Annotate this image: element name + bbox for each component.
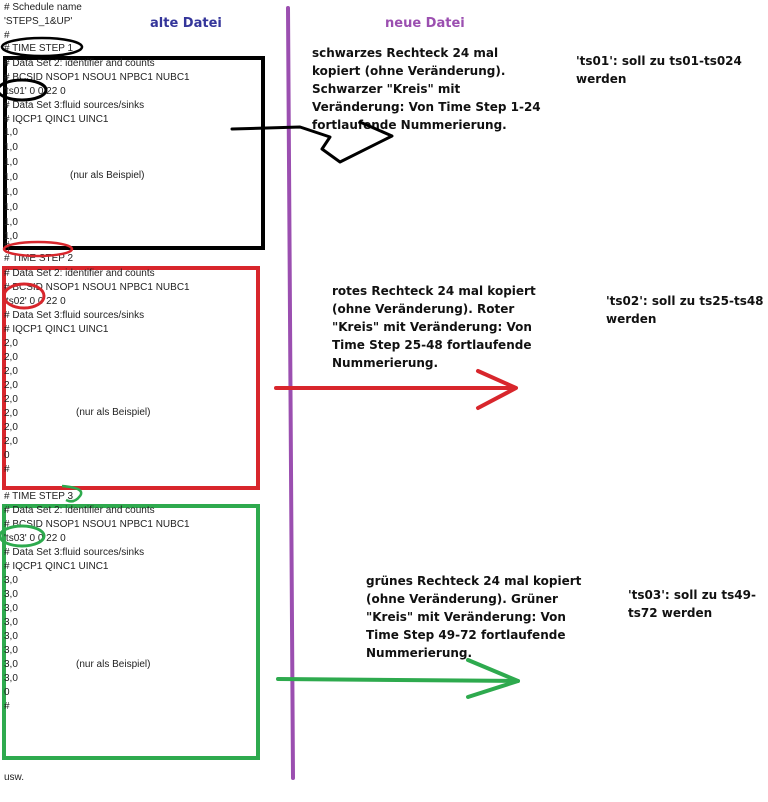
hash-line: # <box>4 30 10 41</box>
block2-dataset3: # Data Set 3:fluid sources/sinks <box>4 310 145 321</box>
block1-id-row: 'ts01' 0 0 22 0 <box>4 86 66 97</box>
block1-row: 1,0 <box>4 231 18 242</box>
block3-row: 3,0 <box>4 603 18 614</box>
block3-dataset2: # Data Set 2: identifier and counts <box>4 505 155 516</box>
block3-row: 3,0 <box>4 659 18 670</box>
block2-fluid-header: # IQCP1 QINC1 UINC1 <box>4 324 109 335</box>
block3-example-note: (nur als Beispiel) <box>76 659 151 670</box>
left-column-header: alte Datei <box>150 16 222 31</box>
block1-end-hash: # <box>4 240 10 251</box>
green-rectangle <box>2 504 260 760</box>
schedule-name: 'STEPS_1&UP' <box>4 16 73 27</box>
vertical-divider <box>286 6 295 780</box>
block1-row: 1,0 <box>4 157 18 168</box>
block3-row: 3,0 <box>4 575 18 586</box>
block3-row: 3,0 <box>4 645 18 656</box>
block3-fluid-header: # IQCP1 QINC1 UINC1 <box>4 561 109 572</box>
block3-column-header: # BCSID NSOP1 NSOU1 NPBC1 NUBC1 <box>4 519 190 530</box>
block1-row: 1,0 <box>4 142 18 153</box>
block2-id-row: 'ts02' 0 0 22 0 <box>4 296 66 307</box>
block2-dataset2: # Data Set 2: identifier and counts <box>4 268 155 279</box>
target-black: 'ts01': soll zu ts01-ts024 werden <box>576 54 742 86</box>
block3-row: # <box>4 701 10 712</box>
target-red: 'ts02': soll zu ts25-ts48 werden <box>606 294 764 326</box>
block3-id-row: 'ts03' 0 0 22 0 <box>4 533 66 544</box>
block2-row: 2,0 <box>4 436 18 447</box>
block3-dataset3: # Data Set 3:fluid sources/sinks <box>4 547 145 558</box>
red-rectangle <box>2 266 260 490</box>
block3-row: 3,0 <box>4 631 18 642</box>
block2-row: 2,0 <box>4 380 18 391</box>
annotation-red: rotes Rechteck 24 mal kopiert (ohne Verä… <box>332 284 536 370</box>
block2-row: 2,0 <box>4 422 18 433</box>
block2-row: 2,0 <box>4 366 18 377</box>
annotation-green: grünes Rechteck 24 mal kopiert (ohne Ver… <box>366 574 582 660</box>
block2-row: 2,0 <box>4 352 18 363</box>
block1-row: 1,0 <box>4 127 18 138</box>
block3-row: 0 <box>4 687 10 698</box>
target-green: 'ts03': soll zu ts49-ts72 werden <box>628 588 756 620</box>
block3-row: 3,0 <box>4 673 18 684</box>
block1-dataset2: # Data Set 2: identifier and counts <box>4 58 155 69</box>
block2-row: 0 <box>4 450 10 461</box>
schedule-comment: # Schedule name <box>4 2 82 13</box>
footer-usw: usw. <box>4 772 25 783</box>
block1-row: 1,0 <box>4 172 18 183</box>
block1-example-note: (nur als Beispiel) <box>70 170 145 181</box>
time-step-1-label: # TIME STEP 1 <box>4 43 74 54</box>
block2-row: 2,0 <box>4 394 18 405</box>
block2-example-note: (nur als Beispiel) <box>76 407 151 418</box>
red-arrow <box>274 369 518 410</box>
block1-fluid-header: # IQCP1 QINC1 UINC1 <box>4 114 109 125</box>
time-step-2-label: # TIME STEP 2 <box>4 253 74 264</box>
block1-column-header: # BCSID NSOP1 NSOU1 NPBC1 NUBC1 <box>4 72 190 83</box>
block2-row: 2,0 <box>4 408 18 419</box>
block1-row: 1,0 <box>4 217 18 228</box>
block2-row: 2,0 <box>4 338 18 349</box>
block1-row: 1,0 <box>4 187 18 198</box>
block3-row: 3,0 <box>4 589 18 600</box>
block1-dataset3: # Data Set 3:fluid sources/sinks <box>4 100 145 111</box>
time-step-3-label: # TIME STEP 3 <box>4 491 74 502</box>
block2-row: # <box>4 464 10 475</box>
annotation-black: schwarzes Rechteck 24 mal kopiert (ohne … <box>312 46 541 132</box>
green-arrow <box>276 658 520 699</box>
block2-column-header: # BCSID NSOP1 NSOU1 NPBC1 NUBC1 <box>4 282 190 293</box>
right-column-header: neue Datei <box>385 16 465 31</box>
block3-row: 3,0 <box>4 617 18 628</box>
block1-row: 1,0 <box>4 202 18 213</box>
